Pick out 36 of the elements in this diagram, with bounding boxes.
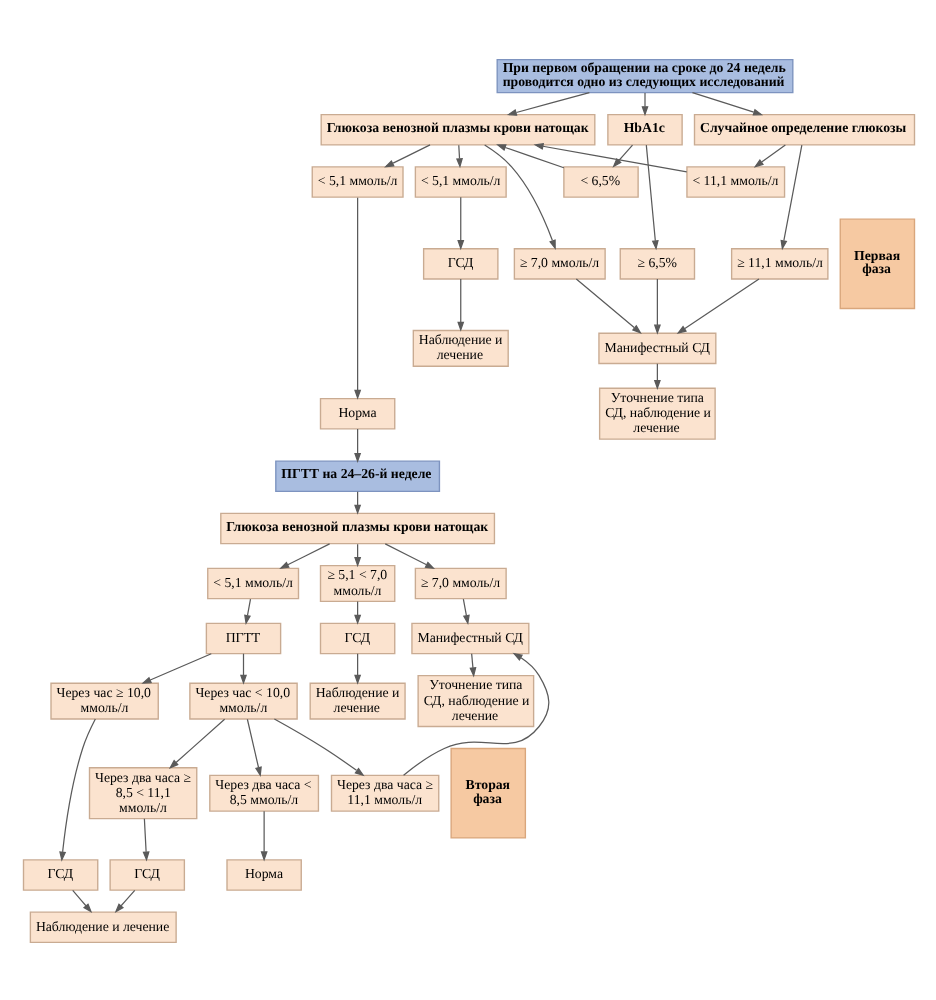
arrow [644, 143, 658, 250]
arrow [113, 888, 135, 913]
arrow [690, 91, 763, 115]
arrow [243, 597, 251, 625]
arrow [58, 717, 95, 861]
arrow [495, 143, 564, 168]
arrow [456, 277, 464, 331]
arrow [640, 91, 648, 116]
arrow [71, 888, 92, 913]
arrow [401, 651, 549, 775]
arrow [239, 652, 247, 684]
arrow [353, 427, 361, 462]
arrow [505, 91, 589, 115]
arrow [468, 652, 476, 677]
arrow [141, 817, 149, 861]
arrow [574, 277, 641, 333]
arrow [455, 143, 462, 168]
arrow [272, 717, 364, 776]
arrow [383, 542, 435, 569]
arrow [167, 717, 225, 768]
arrow [278, 542, 330, 569]
arrow [752, 143, 785, 167]
arrow [456, 195, 464, 250]
arrow [532, 141, 687, 172]
arrow [652, 277, 660, 334]
arrow [353, 652, 361, 684]
arrow [259, 809, 267, 861]
arrow [675, 277, 759, 334]
arrow [779, 143, 802, 250]
arrow [353, 196, 361, 399]
arrow [383, 143, 430, 167]
arrow [461, 597, 469, 625]
arrow [483, 143, 555, 249]
arrow [140, 652, 211, 683]
arrow [611, 143, 633, 167]
arrow [245, 717, 261, 776]
